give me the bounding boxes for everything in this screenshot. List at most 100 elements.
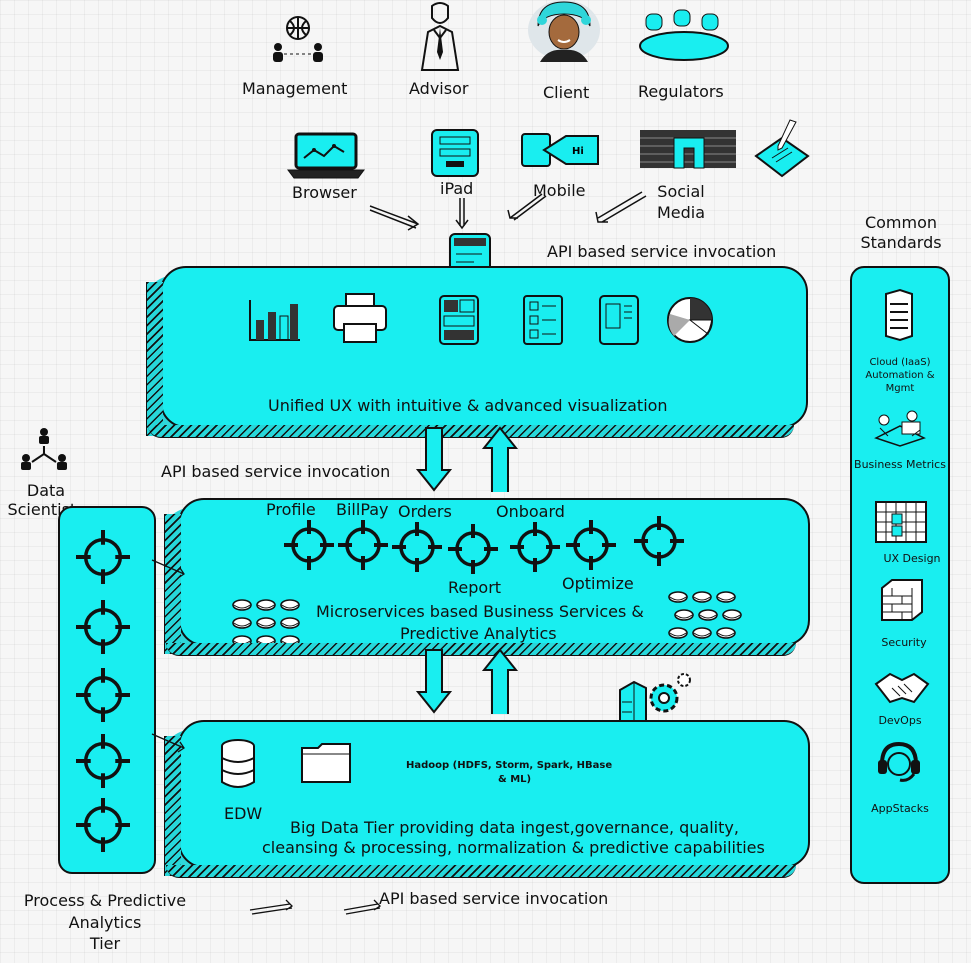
- channel-label-browser: Browser: [292, 183, 357, 202]
- column-footer-line1: Process & Predictive: [23, 891, 187, 910]
- process-analytics-column: [58, 506, 156, 874]
- data-pill-icon: [698, 606, 718, 625]
- analytics-node-icon: [76, 668, 130, 726]
- headset-support-icon: [876, 740, 922, 790]
- api-label-top: API based service invocation: [547, 242, 777, 261]
- wireframe-grid-icon: [874, 500, 928, 548]
- data-pill-icon: [256, 596, 276, 615]
- data-pill-icon: [280, 614, 300, 633]
- printer-icon: [332, 292, 388, 348]
- server-rack-icon: [882, 288, 916, 344]
- regulators-icon: [636, 8, 732, 64]
- microservice-node-icon: [448, 524, 498, 578]
- hadoop-label-line1: Hadoop (HDFS, Storm, Spark, HBase: [406, 760, 613, 771]
- data-pill-icon: [716, 588, 736, 607]
- common-standards-line2: Standards: [860, 233, 942, 252]
- actor-label-advisor: Advisor: [409, 79, 469, 98]
- data-pill-icon: [232, 596, 252, 615]
- analytics-node-icon: [76, 530, 130, 588]
- services-data-arrows: [415, 648, 519, 714]
- signed-document-icon: [752, 118, 812, 180]
- channel-label-ipad: iPad: [440, 179, 474, 198]
- column-footer-line2: Analytics: [68, 913, 142, 932]
- pie-chart-icon: [666, 294, 718, 350]
- data-pill-icon: [280, 596, 300, 615]
- data-pill-icon: [232, 632, 252, 651]
- microservice-node-icon: [634, 516, 684, 570]
- svg-text:Hi: Hi: [572, 146, 584, 157]
- hadoop-label-line2: & ML): [498, 774, 532, 785]
- data-pill-icon: [692, 588, 712, 607]
- data-pill-icon: [256, 632, 276, 651]
- advisor-icon: [418, 2, 462, 72]
- data-pill-icon: [256, 614, 276, 633]
- services-tier: Profile BillPay Orders Onboard Report Op…: [164, 498, 810, 656]
- standard-label-cloud: Cloud (IaaS) Automation & Mgmt: [865, 357, 935, 394]
- standard-label-appstacks: AppStacks: [871, 802, 929, 815]
- social-media-icon: [638, 128, 738, 170]
- business-meeting-icon: [872, 408, 928, 452]
- ux-tier-title: Unified UX with intuitive & advanced vis…: [268, 396, 668, 415]
- dashboard-icon: [438, 294, 480, 350]
- data-pill-icon: [668, 624, 688, 643]
- standard-label-security: Security: [881, 636, 927, 649]
- standard-label-business-metrics: Business Metrics: [854, 458, 946, 471]
- service-label-report: Report: [448, 578, 502, 597]
- data-scientists-line1: Data: [26, 481, 66, 500]
- actor-label-client: Client: [543, 83, 590, 102]
- column-footer-line3: Tier: [89, 934, 121, 953]
- microservice-node-icon: [392, 522, 442, 576]
- microservice-node-icon: [510, 522, 560, 576]
- column-connectors: [151, 559, 185, 753]
- document-icon: [598, 294, 640, 350]
- database-icon: [220, 738, 256, 794]
- standard-label-ux-design: UX Design: [883, 552, 941, 565]
- data-pill-icon: [692, 624, 712, 643]
- brick-wall-icon: [878, 578, 924, 626]
- bar-chart-icon: [246, 296, 302, 348]
- handshake-icon: [874, 668, 930, 712]
- service-label-profile: Profile: [266, 500, 316, 519]
- service-label-onboard: Onboard: [496, 502, 565, 521]
- channel-arrows: [369, 191, 647, 231]
- services-tier-title-line2: Predictive Analytics: [400, 624, 557, 643]
- analytics-node-icon: [76, 798, 130, 856]
- actor-label-management: Management: [242, 79, 348, 98]
- data-tier-title-line1: Big Data Tier providing data ingest,gove…: [290, 818, 739, 837]
- analytics-node-icon: [76, 600, 130, 658]
- data-tier: EDW Hadoop (HDFS, Storm, Spark, HBase & …: [164, 720, 810, 878]
- checklist-icon: [522, 294, 564, 350]
- laptop-icon: [286, 132, 366, 180]
- data-pill-icon: [716, 624, 736, 643]
- common-standards-column: Cloud (IaaS) Automation & Mgmt Business …: [850, 266, 950, 884]
- analytics-node-icon: [76, 734, 130, 792]
- channel-label-social-media-text: Social Media: [656, 182, 706, 222]
- folder-icon: [300, 742, 352, 788]
- common-standards-line1: Common: [864, 213, 938, 232]
- bottom-arrows: [249, 899, 382, 915]
- standard-label-devops: DevOps: [878, 714, 922, 727]
- data-pill-icon: [722, 606, 742, 625]
- data-pill-icon: [232, 614, 252, 633]
- api-label-middle: API based service invocation: [161, 462, 391, 481]
- channel-label-mobile: Mobile: [533, 181, 586, 200]
- microservice-node-icon: [338, 520, 388, 574]
- service-label-optimize: Optimize: [562, 574, 634, 593]
- management-icon: [270, 14, 326, 66]
- edw-label: EDW: [224, 804, 263, 823]
- data-pill-icon: [280, 632, 300, 651]
- data-pill-icon: [674, 606, 694, 625]
- microservice-node-icon: [566, 520, 616, 574]
- data-scientists-icon: [18, 426, 70, 474]
- data-pill-icon: [668, 588, 688, 607]
- api-label-bottom: API based service invocation: [379, 889, 609, 908]
- data-tier-title-line2: cleansing & processing, normalization & …: [262, 838, 765, 857]
- ux-tier: Unified UX with intuitive & advanced vis…: [146, 266, 808, 438]
- mobile-icon: Hi: [520, 130, 600, 170]
- client-avatar-icon: [524, 0, 604, 64]
- microservice-node-icon: [284, 520, 334, 574]
- tablet-icon: [430, 128, 482, 180]
- service-label-billpay: BillPay: [336, 500, 389, 519]
- service-label-orders: Orders: [398, 502, 452, 521]
- channel-label-social-media: Social Media: [646, 181, 716, 223]
